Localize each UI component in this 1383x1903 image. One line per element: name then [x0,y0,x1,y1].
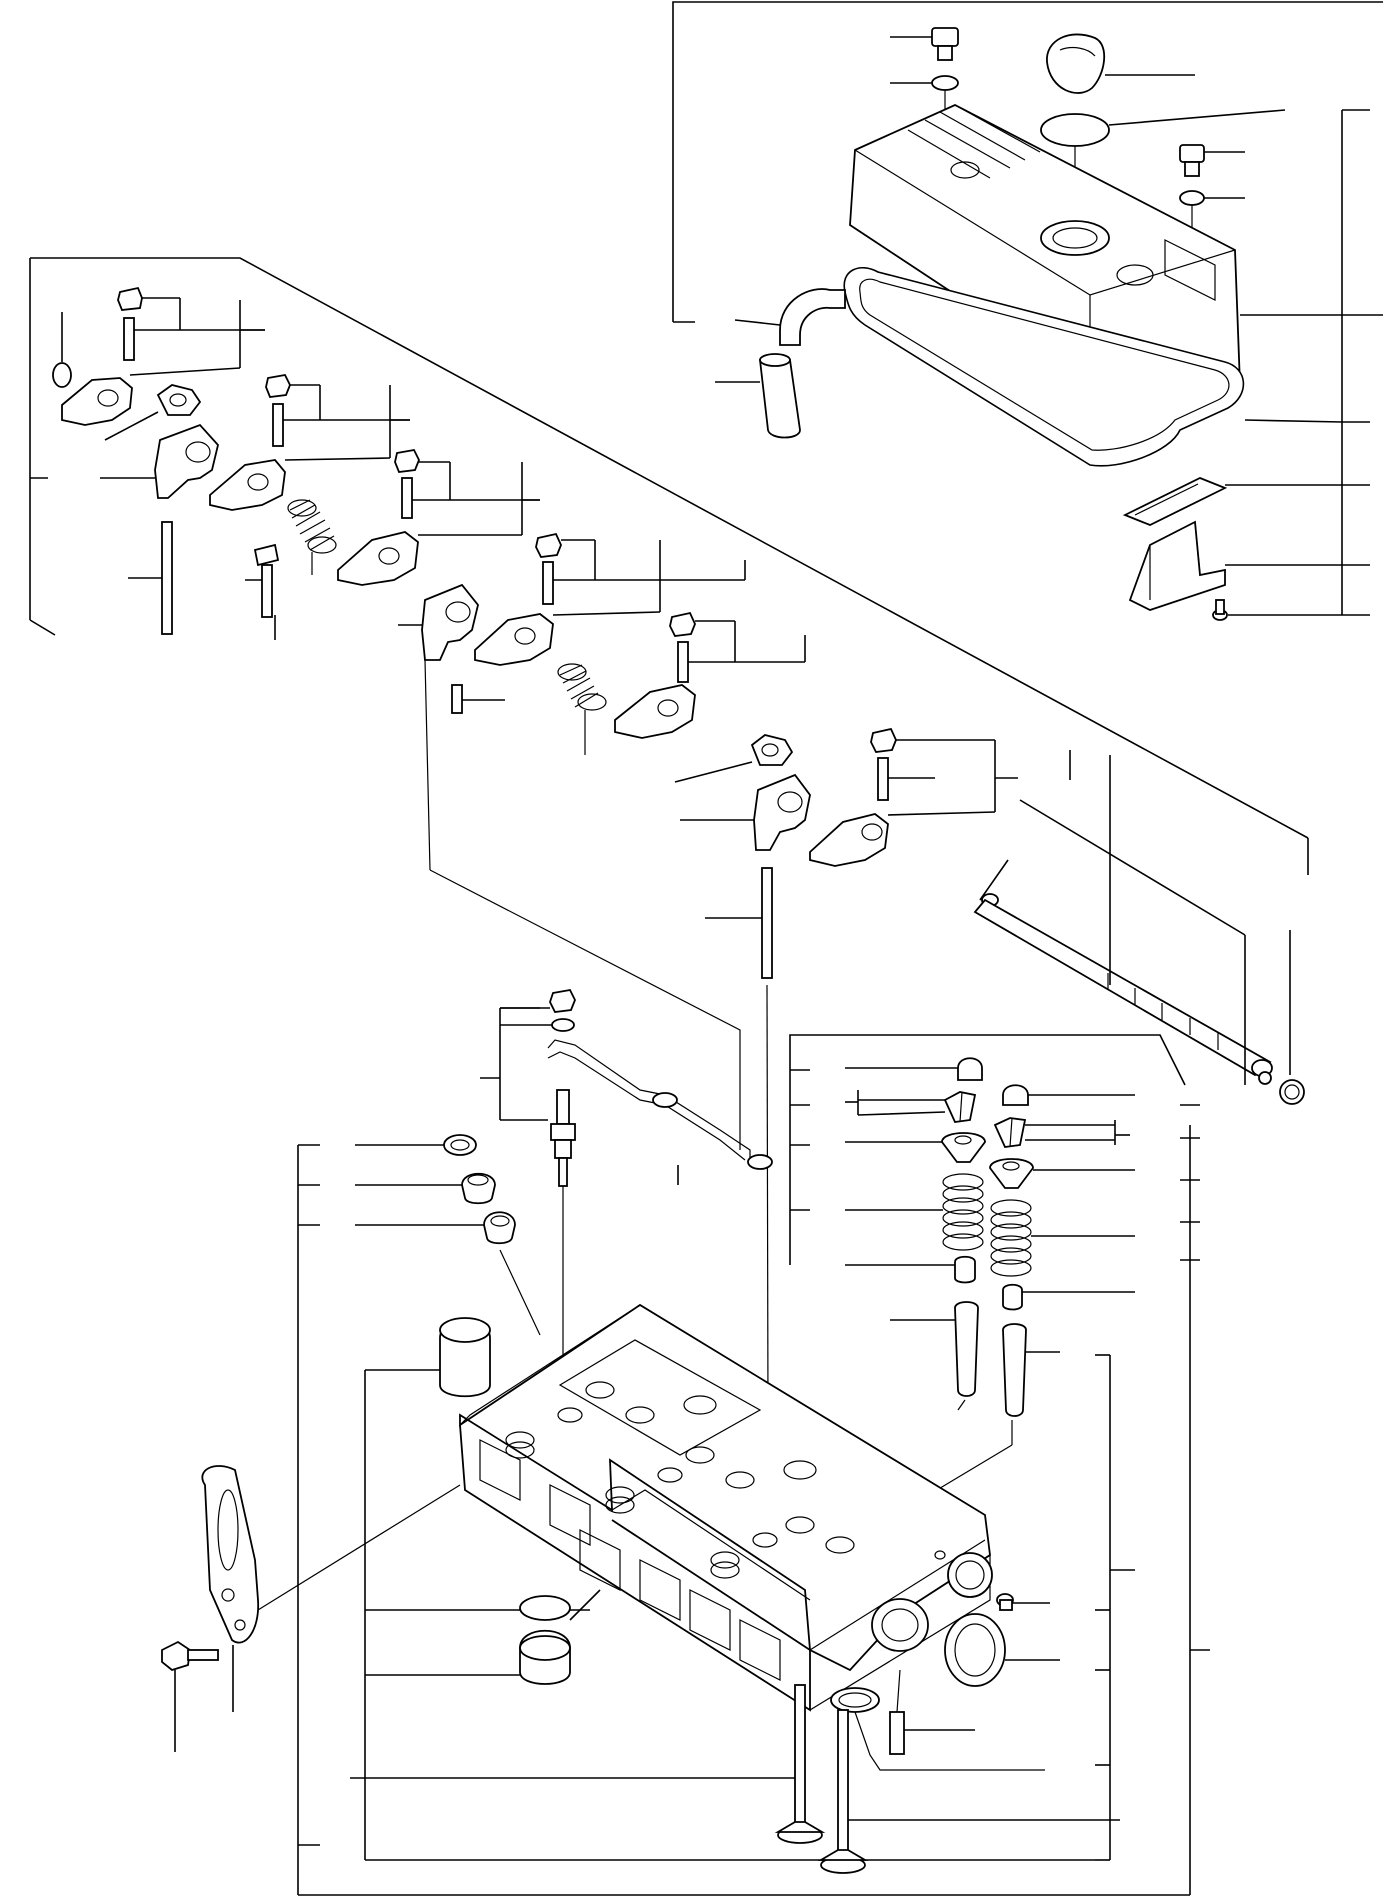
stem-seal-left-part [845,1255,976,1284]
intake-valve-part [350,1684,826,1844]
rocker-shaft-part [973,755,1273,1085]
rocker-arm-2-part [209,385,410,511]
cover-bolt-part [890,27,959,61]
adjusting-screw-part [123,298,265,361]
valve-guide-left-part [890,1301,979,1411]
adjusting-screw-4-part [542,540,660,605]
stem-seal-right-part [1002,1283,1135,1311]
plug-cap-top-part [385,1317,491,1398]
valve-collet-left-part [845,1090,977,1123]
support-bolt-part [245,543,280,640]
breather-pipe-part [715,353,801,439]
valve-seal-3-part [355,1211,541,1336]
glow-plug-connector-part [547,1039,773,1185]
valve-spring-right-part [990,1199,1135,1277]
side-seal-ring-part [944,1613,1060,1687]
side-plug-part [996,1593,1050,1611]
rocker-support-center-part [398,583,479,871]
rocker-arm-left-part [61,300,265,426]
rocker-cover-group [672,1,1383,621]
valve-seal-1-part [355,1134,477,1156]
rocker-nut-4-part [535,532,595,558]
valve-cap-left-part [845,1057,983,1081]
rocker-nut-6-part [870,727,935,753]
adjusting-screw-5-part [677,621,806,683]
exhaust-valve-part [817,1709,1120,1874]
snap-ring-part [52,312,72,388]
oil-filler-cap-part [1046,33,1195,94]
rear-plate-bolt-part [161,1640,219,1752]
spring-retainer-left-part [845,1132,986,1163]
rocker-spring-part [287,499,337,575]
rocker-shaft-nut-2-part [674,734,794,783]
glow-plug-washer-part [500,1018,575,1032]
plug-cap-bottom-part [519,1589,601,1685]
rocker-arm-4-part [474,540,746,666]
glow-plug-nut-part [500,988,576,1013]
rear-plate-part [201,1465,461,1712]
rocker-shaft-nut-part [104,384,202,441]
head-dowel-pin-part [889,1669,975,1755]
spring-retainer-right-part [989,1158,1135,1189]
glow-plug-group [429,869,773,1475]
breather-hose-part [734,288,846,346]
valve-collet-right-part [993,1117,1130,1148]
baffle-bracket-part [1128,520,1342,611]
rocker-spring-2-part [557,663,607,755]
pushrod-stud-2-part [705,867,773,1416]
rocker-arm-6-part [809,811,996,867]
cover-bolt-right-part [1179,144,1245,177]
rocker-nut-part [117,286,180,311]
rocker-arm-3-part [337,462,540,586]
valve-seal-2-part [355,1172,496,1205]
baffle-plate-part [1122,477,1342,526]
valve-spring-left-part [845,1173,984,1251]
filler-cap-oring-part [1040,109,1286,200]
rocker-nut-5-part [669,611,735,637]
rocker-nut-2-part [265,373,320,398]
valve-seat-part [830,1687,1045,1771]
rocker-support-left-part [100,423,219,499]
baffle-screw-part [1212,599,1342,621]
shaft-end-plug-part [1258,1071,1272,1085]
rocker-support-right-part [680,773,811,851]
shaft-circlip-part [1279,1079,1305,1105]
cylinder-head-part [459,1303,993,1712]
adjusting-screw-3-part [401,462,540,519]
rocker-arm-5-part [614,684,696,739]
adjusting-screw-6-part [877,739,1071,812]
pushrod-stud-part [128,521,173,635]
dowel-pin-part [451,684,505,714]
cover-gasket-part [843,267,1343,467]
cylinder-head-group [161,1034,1210,1896]
rocker-arm-group [29,257,1309,1416]
valve-cap-right-part [1002,1084,1135,1106]
rocker-nut-3-part [394,448,450,473]
